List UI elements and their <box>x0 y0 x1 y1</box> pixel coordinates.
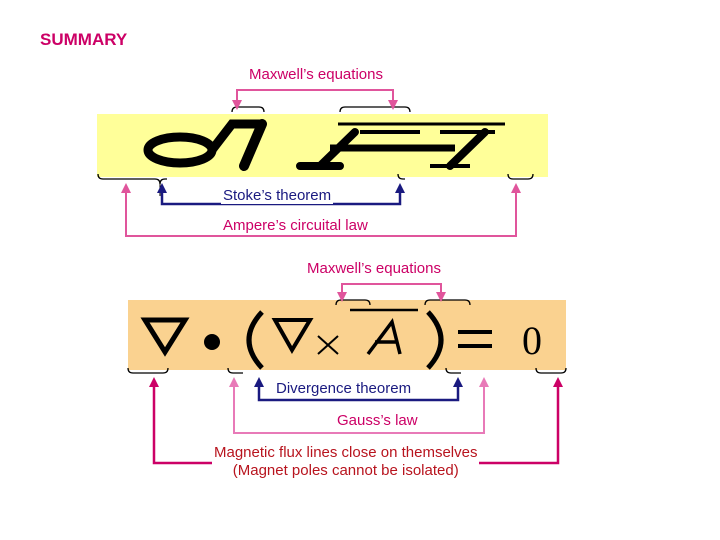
bottom-formula-equals <box>458 330 492 348</box>
page-title: SUMMARY <box>40 30 128 49</box>
stokes-theorem-label: Stoke’s theorem <box>221 187 334 204</box>
top-brace-dl <box>231 106 265 113</box>
magnetic-flux-label: Magnetic flux lines close on themselves … <box>212 444 480 480</box>
ampere-law-label: Ampere’s circuital law <box>221 217 370 234</box>
bottom-formula-background <box>128 300 566 370</box>
top-formula-d-symbol <box>143 119 267 168</box>
bottom-maxwell-bracket <box>337 283 446 302</box>
bottom-formula-a-vector <box>350 308 418 356</box>
gauss-bracket <box>229 377 489 434</box>
divergence-bracket <box>254 377 463 402</box>
bottom-maxwell-label: Maxwell’s equations <box>305 260 443 277</box>
bottom-formula-zero: 0 <box>522 318 542 363</box>
top-formula-h-symbol <box>296 122 505 170</box>
top-maxwell-label: Maxwell’s equations <box>247 66 385 83</box>
magnetic-flux-line-1: Magnetic flux lines close on themselves <box>214 444 478 461</box>
top-brace-lower-left <box>97 173 167 185</box>
divergence-theorem-label: Divergence theorem <box>274 380 414 397</box>
top-brace-h <box>339 106 411 113</box>
top-maxwell-bracket <box>232 89 398 110</box>
top-formula-l-symbol <box>239 119 267 171</box>
bottom-formula-nabla-dot <box>140 317 220 357</box>
ampere-bracket <box>121 183 521 237</box>
magnetic-flux-line-2: (Magnet poles cannot be isolated) <box>232 462 459 479</box>
top-brace-lower-right <box>507 173 534 180</box>
gauss-law-label: Gauss’s law <box>335 412 420 429</box>
bottom-formula-left-paren <box>246 310 264 370</box>
stokes-bracket <box>157 183 405 206</box>
bottom-formula-right-paren <box>426 310 444 370</box>
bottom-formula-nabla-cross <box>271 318 339 355</box>
